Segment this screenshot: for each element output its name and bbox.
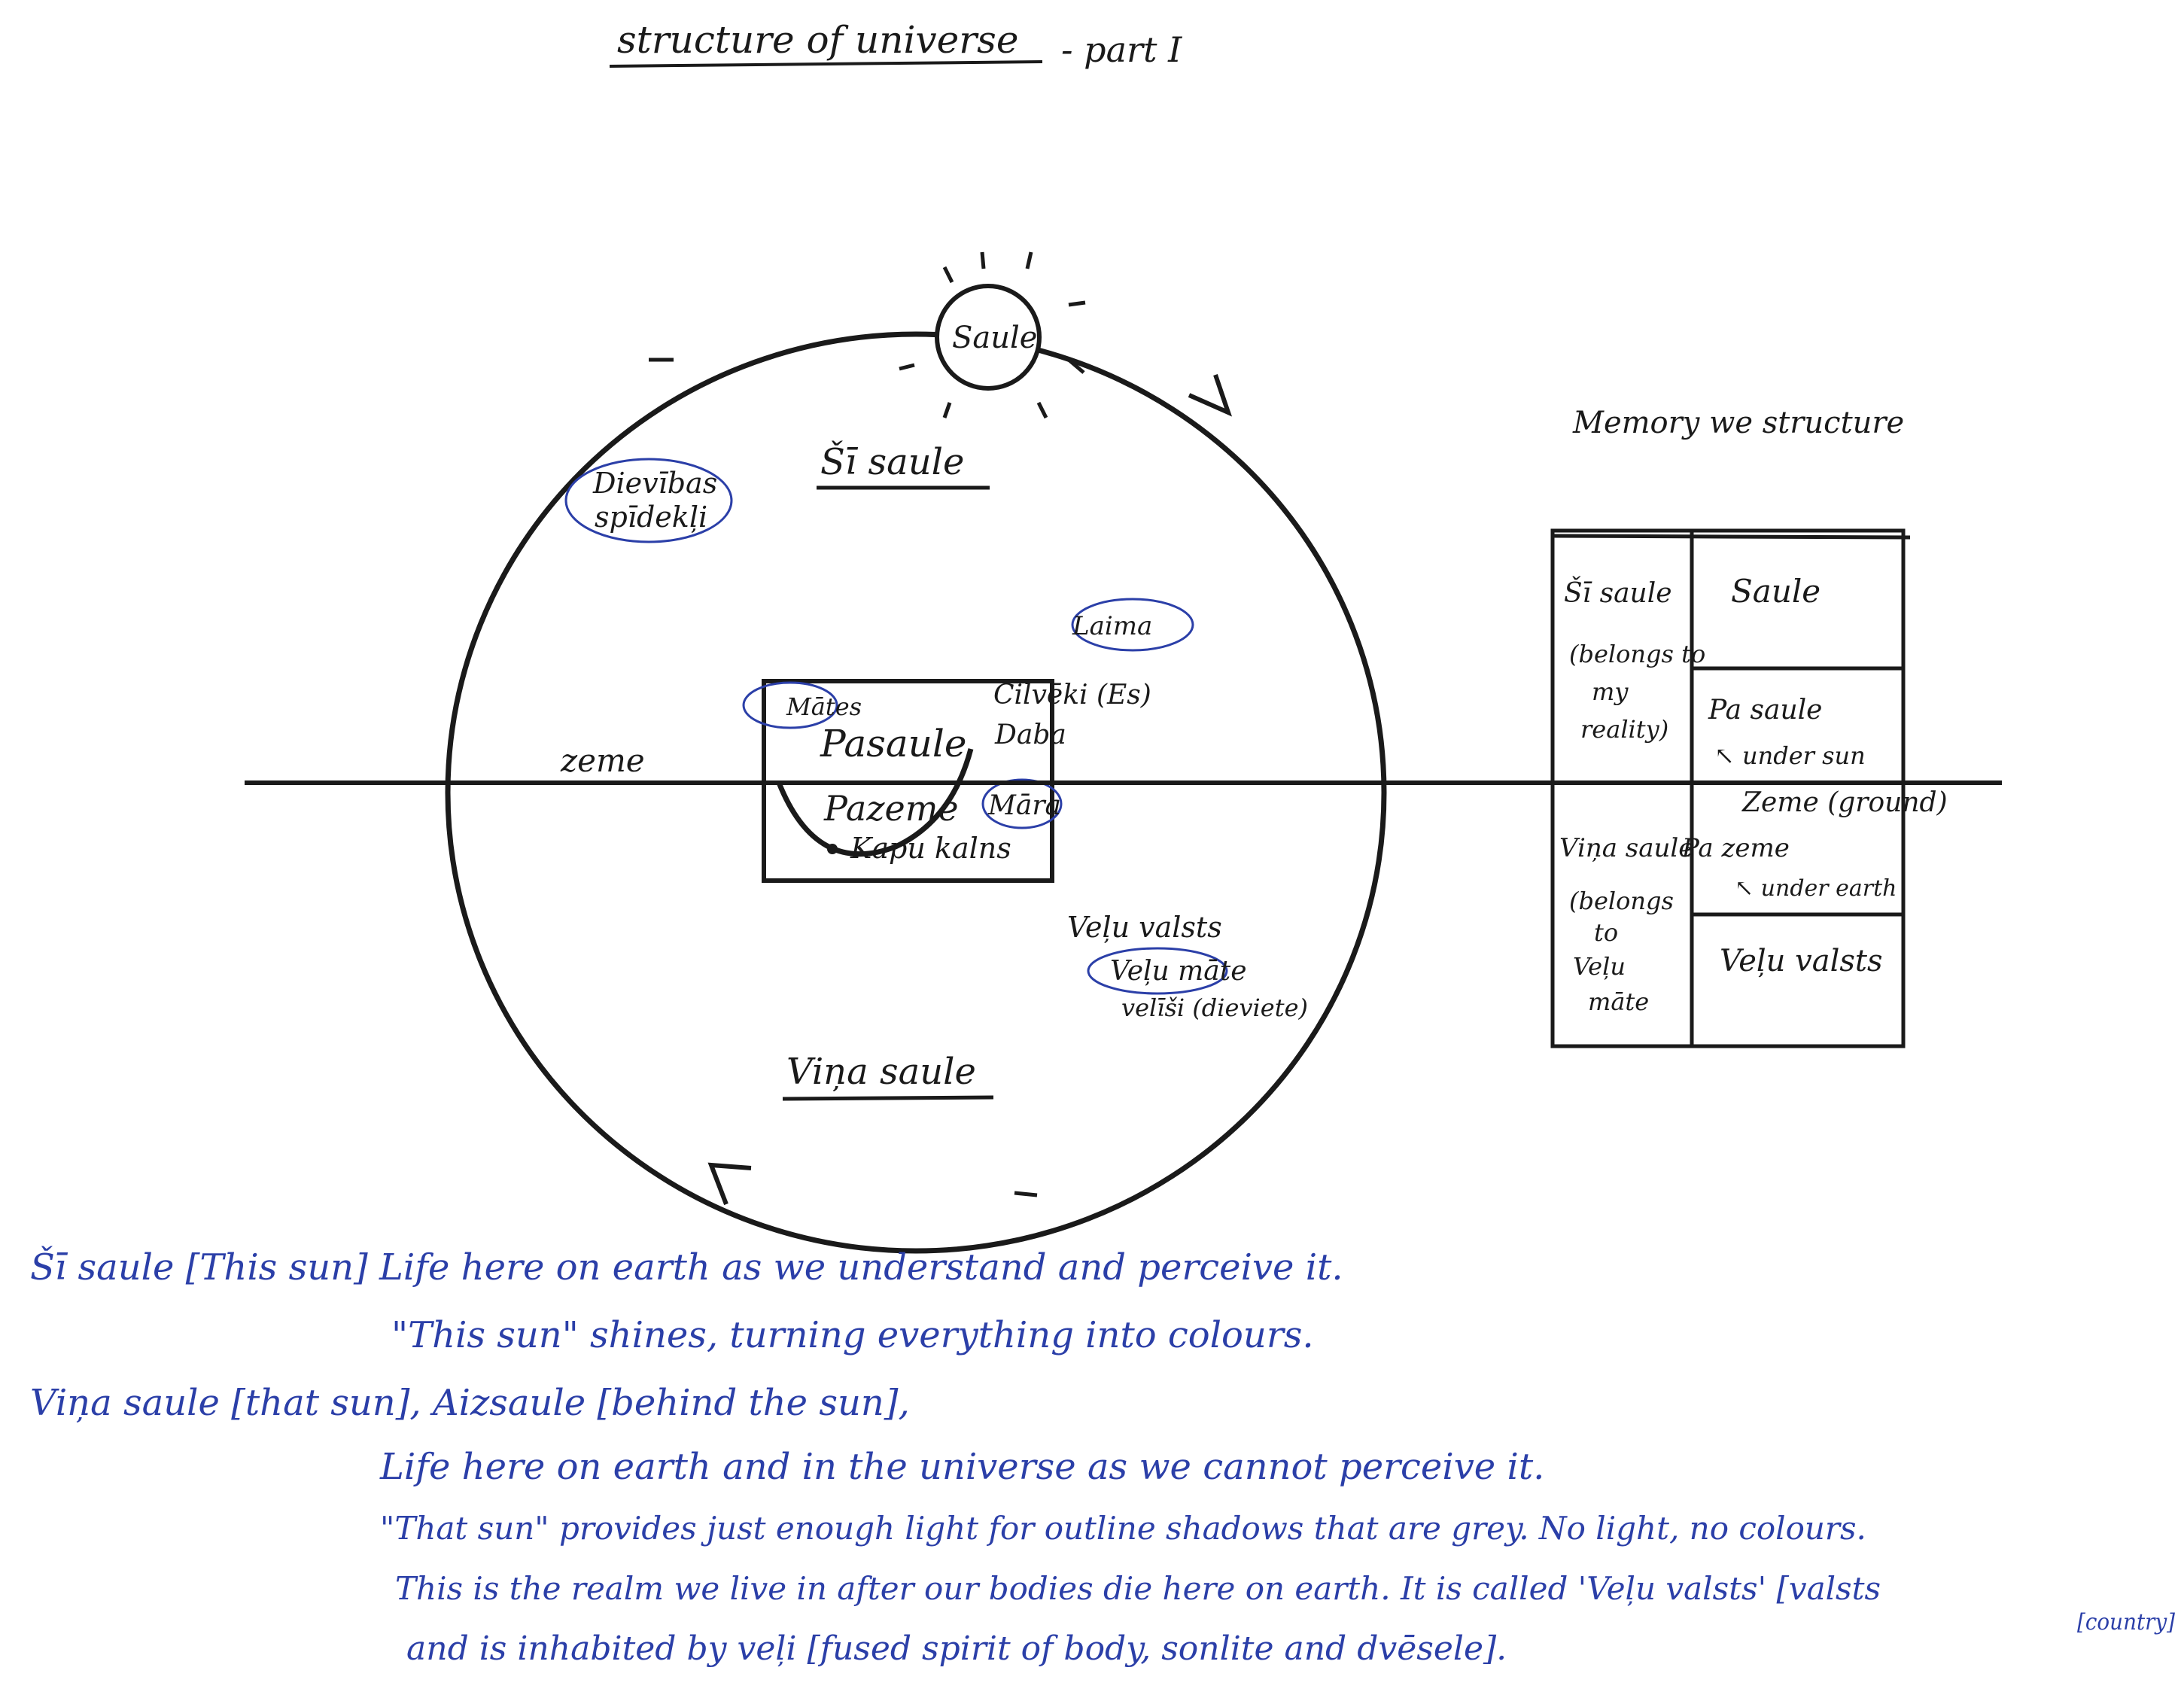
table-left-top-line-4: reality) (1580, 715, 1668, 744)
note-line-5: "That sun" provides just enough light fo… (380, 1510, 1866, 1547)
zeme-label: zeme (560, 742, 645, 779)
arrow-clockwise-bottom (707, 1162, 752, 1206)
table-left-bottom-line-4: Veļu (1573, 952, 1626, 981)
table-left-top-line-3: my (1592, 677, 1629, 706)
dievibas-label-2: spīdekļi (595, 501, 707, 534)
mates-oval (742, 681, 838, 729)
kapu-kalns-label: Kapu kalns (850, 832, 1011, 865)
dievibas-label-1: Dievības (592, 467, 717, 500)
pazeme-label: Pazeme (823, 788, 959, 829)
sun-label: Saule (952, 321, 1037, 355)
pasaule-label: Pasaule (820, 722, 966, 765)
mara-oval (981, 778, 1063, 829)
table-left-top-line-1: Šī saule (1564, 577, 1672, 609)
note-line-6: This is the realm we live in after our b… (395, 1570, 1881, 1607)
sun-rays (899, 251, 1086, 419)
table-left-bottom-line-3: to (1594, 918, 1618, 947)
table-right-saule: Saule (1731, 573, 1821, 610)
table-right-pasaule-2: ↖ under sun (1714, 741, 1866, 770)
dievibas-oval (564, 458, 733, 543)
table-left-bottom-line-5: māte (1588, 987, 1649, 1016)
table-left-bottom-line-2: (belongs (1569, 887, 1674, 915)
mara-label: Māra (987, 790, 1061, 821)
table-zeme-ground: Zeme (ground) (1741, 787, 1948, 818)
table-right-pazeme-2: ↖ under earth (1735, 875, 1897, 902)
velu-mate-label: Veļu māte (1110, 956, 1247, 987)
this-sun-label: Šī saule (820, 440, 964, 483)
table-right-velu: Veļu valsts (1720, 944, 1883, 978)
table-left-top-line-2: (belongs to (1569, 640, 1705, 668)
note-line-2: "This sun" shines, turning everything in… (391, 1314, 1314, 1356)
memory-structure-title: Memory we structure (1572, 406, 1904, 440)
daba-label: Daba (994, 720, 1066, 750)
table-left-bottom-line-1: Viņa saule (1559, 833, 1693, 863)
that-sun-underline (782, 1095, 994, 1101)
note-line-4: Life here on earth and in the universe a… (379, 1446, 1544, 1488)
memory-table-frame (1550, 528, 1911, 1048)
note-line-8: [country] (2077, 1609, 2175, 1635)
note-line-7: and is inhabited by veļi [fused spirit o… (406, 1629, 1507, 1668)
laima-oval (1071, 598, 1194, 652)
pazeme-arc (776, 748, 974, 857)
note-line-3: Viņa saule [that sun], Aizsaule [behind … (30, 1382, 910, 1424)
laima-label: Laima (1072, 611, 1152, 641)
cilveki-label: Cilvēki (Es) (993, 680, 1151, 710)
velu-valsts-label: Veļu valsts (1067, 911, 1222, 944)
mates-label: Mātes (786, 692, 862, 721)
velu-mate-oval (1087, 947, 1228, 995)
note-line-1: Šī saule [This sun] Life here on earth a… (30, 1245, 1343, 1289)
arrow-clockwise-right (1188, 374, 1233, 417)
title-underline (609, 60, 1043, 68)
title-suffix: - part I (1061, 29, 1182, 70)
table-right-pazeme-1: Pa zeme (1681, 833, 1790, 863)
velisi-label: velīši (dieviete) (1121, 993, 1308, 1022)
table-right-pasaule-1: Pa saule (1708, 695, 1822, 726)
arc-dot (827, 844, 838, 854)
universe-circle (445, 331, 1387, 1254)
tick-lower-right (1014, 1191, 1038, 1197)
that-sun-label: Viņa saule (786, 1051, 976, 1093)
sun-circle (935, 284, 1042, 391)
page-title: structure of universe (617, 18, 1018, 62)
